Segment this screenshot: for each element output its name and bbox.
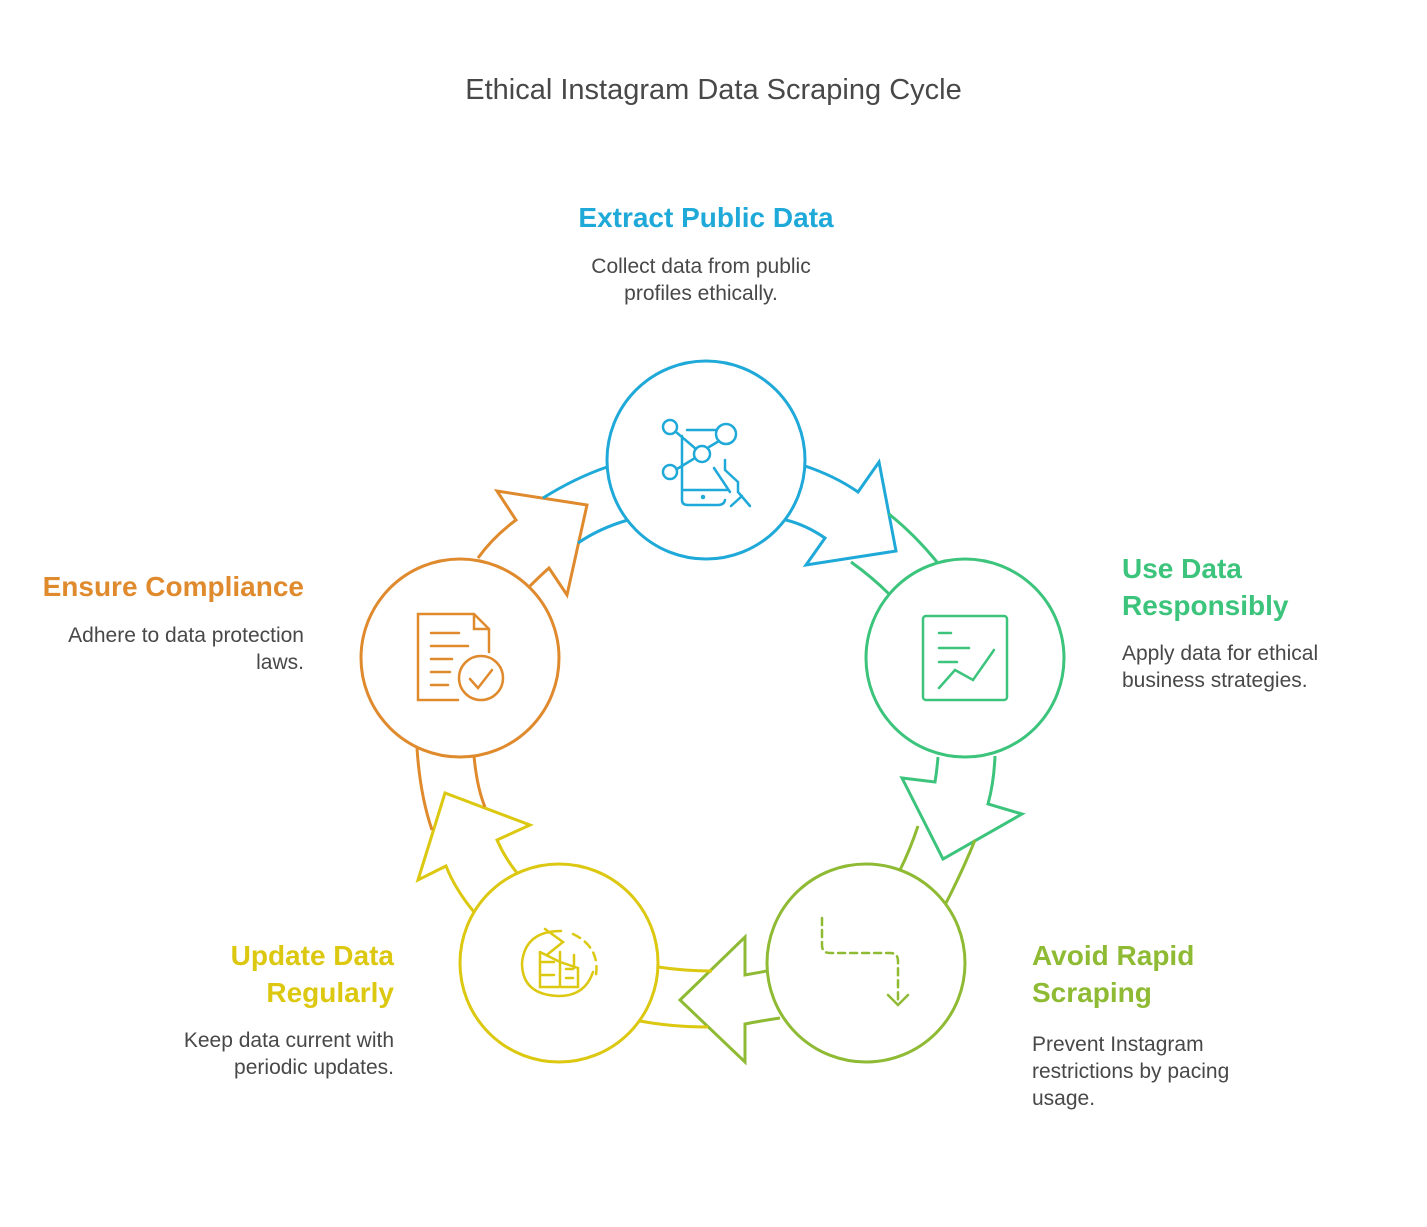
connector-blue (542, 465, 629, 545)
connector-yellow (639, 965, 713, 1029)
mobile-network-icon (661, 418, 752, 508)
step-description-extract: Collect data from public profiles ethica… (591, 255, 811, 305)
refresh-building-icon (520, 927, 598, 998)
connector-lime (898, 825, 977, 904)
step-description-update: Keep data current with periodic updates. (183, 1029, 394, 1079)
document-check-icon (416, 612, 505, 702)
arrow-use-to-avoid (899, 755, 1026, 862)
connector-orange (415, 747, 487, 831)
dashed-path-arrow-icon (820, 916, 910, 1007)
step-heading-use: Use Data Responsibly (1122, 553, 1289, 621)
arrow-ensure-to-extract (476, 488, 589, 599)
arrow-avoid-to-update (677, 933, 781, 1066)
step-heading-avoid: Avoid Rapid Scraping (1032, 940, 1195, 1008)
chart-board-icon (921, 614, 1009, 702)
step-heading-extract: Extract Public Data (578, 202, 834, 233)
step-description-avoid: Prevent Instagram restrictions by pacing… (1032, 1033, 1230, 1110)
arrow-update-to-ensure (415, 791, 534, 913)
diagram-title: Ethical Instagram Data Scraping Cycle (465, 74, 962, 106)
step-heading-ensure: Ensure Compliance (42, 571, 304, 602)
connector-green (850, 512, 939, 596)
step-heading-update: Update Data Regularly (230, 940, 394, 1008)
step-circle-ensure (359, 557, 561, 759)
step-description-use: Apply data for ethical business strategi… (1122, 642, 1319, 692)
step-circle-avoid (765, 862, 967, 1064)
step-circle-use (864, 557, 1066, 759)
arrow-extract-to-use (785, 458, 898, 568)
step-description-ensure: Adhere to data protection laws. (68, 624, 304, 674)
